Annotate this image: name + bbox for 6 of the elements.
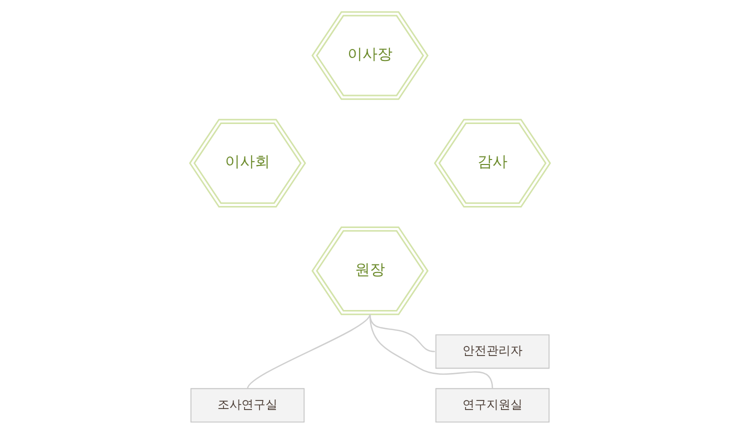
node-box: 조사연구실 bbox=[190, 388, 305, 423]
connector bbox=[246, 314, 371, 389]
connector bbox=[369, 314, 494, 389]
node-box: 연구지원실 bbox=[435, 388, 550, 423]
connector bbox=[369, 314, 435, 352]
node-box: 안전관리자 bbox=[435, 334, 550, 369]
